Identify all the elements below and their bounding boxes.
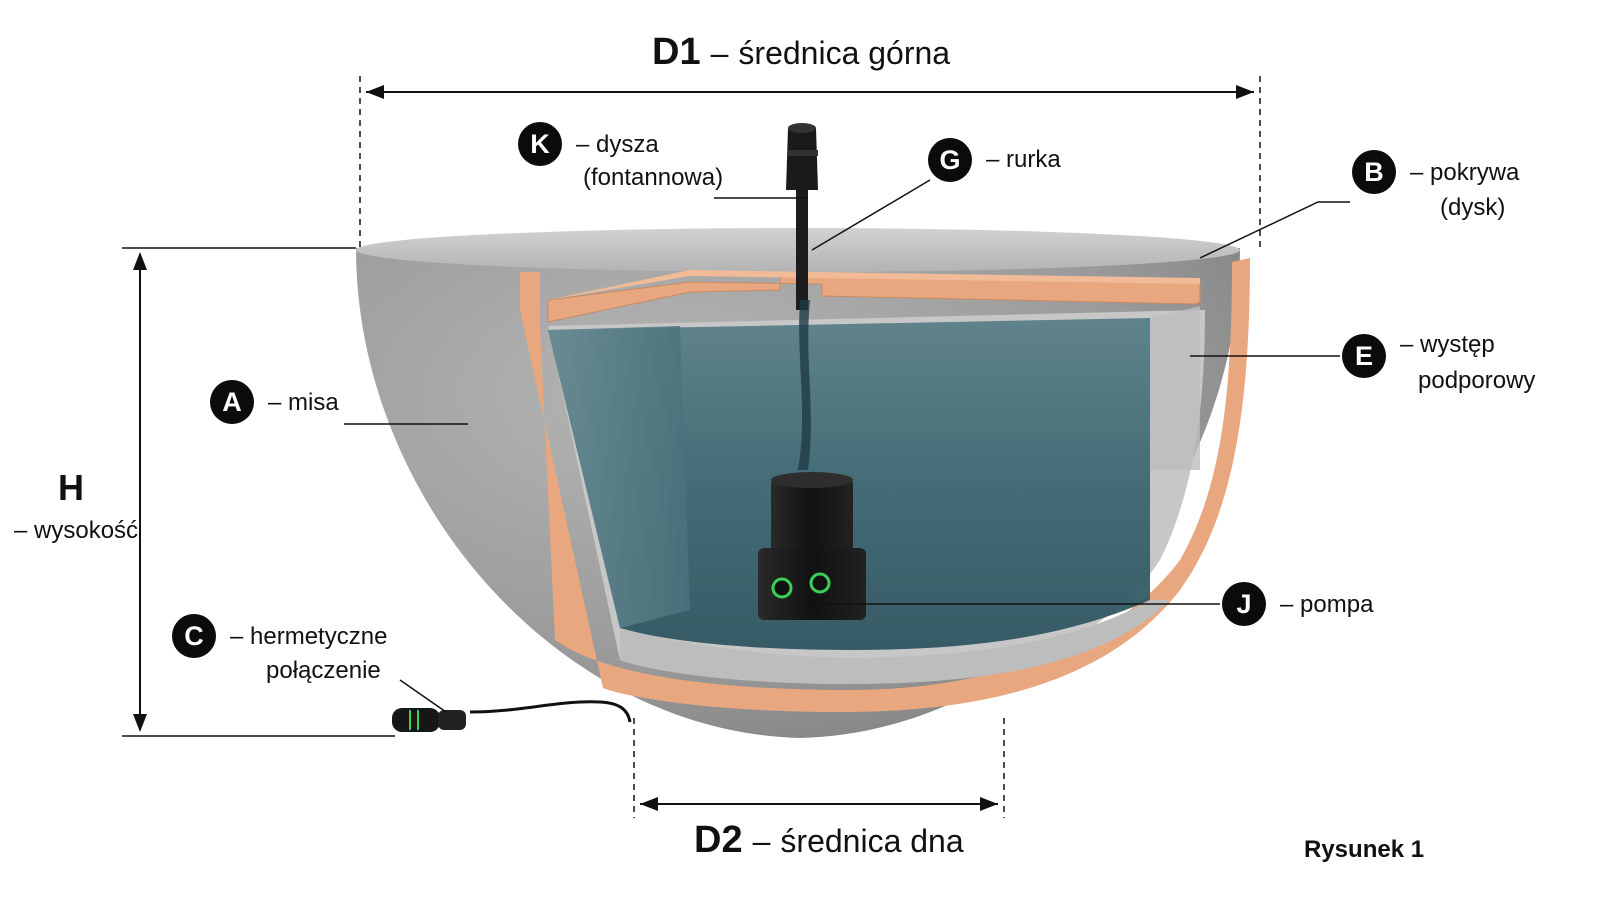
- c-dash: –: [230, 623, 244, 650]
- label-b: – pokrywa: [1410, 158, 1519, 188]
- tube: [796, 190, 808, 310]
- water-stream: [798, 300, 811, 470]
- h-text: wysokość: [34, 517, 139, 544]
- d2-dash: –: [752, 823, 771, 859]
- c-line1: hermetyczne: [250, 623, 388, 650]
- k-dash: –: [576, 131, 590, 158]
- h-code: H: [58, 467, 84, 508]
- b-line1: pokrywa: [1430, 159, 1520, 186]
- e-line1: występ: [1420, 331, 1495, 358]
- badge-e: E: [1342, 334, 1386, 378]
- label-c: – hermetyczne: [230, 622, 387, 652]
- badge-k: K: [518, 122, 562, 166]
- figure-caption: Rysunek 1: [1304, 836, 1425, 863]
- badge-a: A: [210, 380, 254, 424]
- d1-text: średnica górna: [738, 35, 951, 71]
- cavity-floor: [620, 600, 1170, 684]
- leader-b: [1199, 201, 1350, 259]
- nozzle: [786, 128, 818, 190]
- label-e-line2: podporowy: [1418, 367, 1536, 394]
- d2-label: D2 – średnica dna: [694, 820, 964, 861]
- d2-text: średnica dna: [780, 823, 964, 859]
- e-dash: –: [1400, 331, 1414, 358]
- d1-code: D1: [652, 31, 701, 73]
- j-line1: pompa: [1300, 591, 1374, 618]
- pump: [758, 472, 866, 620]
- g-line1: rurka: [1006, 146, 1061, 173]
- d2-code: D2: [694, 819, 743, 861]
- lid-disc-top: [548, 270, 1200, 300]
- badge-b: B: [1352, 150, 1396, 194]
- label-k-line2: (fontannowa): [583, 164, 724, 191]
- d1-label: D1 – średnica górna: [652, 32, 950, 73]
- d1-dash: –: [710, 35, 729, 71]
- k-line1: dysza: [596, 131, 659, 158]
- h-dash: –: [14, 517, 28, 544]
- label-b-line2: (dysk): [1440, 194, 1506, 221]
- badge-j: J: [1222, 582, 1266, 626]
- connector: [392, 708, 466, 732]
- leader-c: [399, 679, 447, 713]
- label-e: – występ: [1400, 330, 1495, 360]
- j-dash: –: [1280, 591, 1294, 618]
- label-a: – misa: [268, 388, 339, 418]
- h-text-label: – wysokość: [14, 516, 138, 546]
- label-c-line2: połączenie: [266, 657, 381, 684]
- a-dash: –: [268, 389, 282, 416]
- label-g: – rurka: [986, 145, 1061, 175]
- label-j: – pompa: [1280, 590, 1373, 620]
- badge-c: C: [172, 614, 216, 658]
- power-cable: [469, 700, 632, 723]
- water-left-wall: [548, 326, 690, 628]
- g-dash: –: [986, 146, 1000, 173]
- leader-g: [811, 179, 931, 251]
- badge-g: G: [928, 138, 972, 182]
- b-dash: –: [1410, 159, 1424, 186]
- a-line1: misa: [288, 389, 339, 416]
- support-ledge: [1150, 306, 1200, 470]
- label-k: – dysza: [576, 130, 659, 160]
